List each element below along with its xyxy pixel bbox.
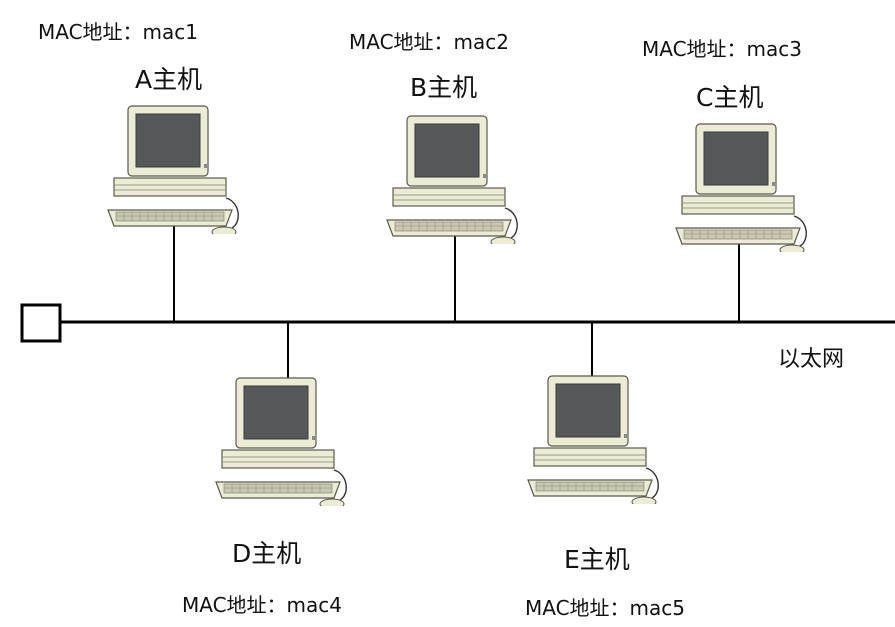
host-d-mac: MAC地址：mac4 — [182, 593, 343, 617]
host-a-name: A主机 — [135, 65, 203, 94]
host-e-mac: MAC地址：mac5 — [525, 596, 686, 620]
host-c-name: C主机 — [696, 83, 764, 112]
computer-c-icon — [675, 123, 807, 252]
ethernet-label: 以太网 — [778, 347, 845, 372]
host-e-name: E主机 — [564, 545, 630, 574]
computer-b-icon — [386, 115, 518, 244]
computer-e-icon — [527, 375, 659, 504]
host-c-mac: MAC地址：mac3 — [642, 37, 803, 61]
host-b-name: B主机 — [410, 73, 478, 102]
host-d-name: D主机 — [232, 539, 302, 568]
host-b-mac: MAC地址：mac2 — [349, 30, 510, 54]
computer-a-icon — [107, 105, 239, 234]
host-a-mac: MAC地址：mac1 — [38, 20, 199, 44]
computer-d-icon — [215, 377, 347, 506]
bus-terminator — [20, 303, 62, 343]
